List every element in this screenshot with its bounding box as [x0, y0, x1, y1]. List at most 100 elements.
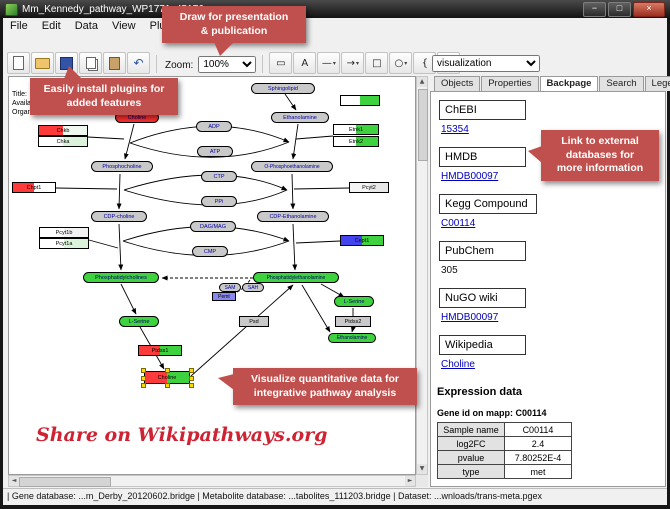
pathway-node-pcyt1b[interactable]: Pcyt1b [39, 227, 89, 238]
gene-id-line: Gene id on mapp: C00114 [437, 408, 547, 418]
datanode-tool-icon: ▭ [276, 57, 286, 69]
app-icon [5, 2, 18, 16]
pathway-node-ethanolamine[interactable]: Ethanolamine [271, 112, 329, 123]
backpage-link[interactable]: HMDB00097 [441, 312, 499, 323]
selection-handle[interactable] [189, 375, 194, 381]
tab-backpage[interactable]: Backpage [539, 76, 599, 91]
scroll-down-icon[interactable]: ▼ [417, 464, 427, 474]
pathway-node-o-phosphoethanolamine[interactable]: O-Phosphoethanolamine [251, 161, 333, 172]
pathway-node-etnk1[interactable]: Etnk1 [333, 124, 379, 135]
menu-data[interactable]: Data [74, 20, 98, 32]
pathway-node-l-serine[interactable]: L-Serine [334, 296, 374, 307]
copy-button[interactable] [79, 52, 102, 74]
selection-handle[interactable] [141, 383, 146, 388]
vertical-scroll-thumb[interactable] [418, 89, 428, 161]
pathway-node-psd[interactable]: Psd [239, 316, 269, 327]
canvas-vertical-scrollbar[interactable]: ▲ ▼ [416, 76, 428, 475]
pathway-node-cmp[interactable]: CMP [192, 246, 228, 257]
open-button[interactable] [31, 52, 54, 74]
expression-cell: C00114 [504, 422, 572, 437]
pathway-node-dag-mag[interactable]: DAG/MAG [190, 221, 236, 232]
new-button[interactable] [7, 52, 30, 74]
dropdown-caret-icon: ▾ [356, 59, 360, 67]
pathway-node-phosphatidylcholines[interactable]: Phosphatidylcholines [83, 272, 159, 283]
visualization-select[interactable]: visualization [432, 55, 540, 72]
label-tool-button[interactable]: A [293, 52, 317, 74]
callout-tail [214, 42, 234, 57]
selection-handle[interactable] [165, 368, 170, 373]
pathway-node-pcyt2[interactable]: Pcyt2 [349, 182, 389, 193]
pathway-node-ptdss2[interactable]: Ptdss2 [335, 316, 371, 327]
arrow-tool-button[interactable]: →▾ [341, 52, 365, 74]
backpage-link[interactable]: Choline [441, 359, 475, 370]
pathway-node-chka[interactable]: Chka [38, 136, 88, 147]
status-bar: | Gene database: ...m_Derby_20120602.bri… [3, 488, 667, 505]
pathway-node-etnk2[interactable]: Etnk2 [333, 136, 379, 147]
pathway-node-ctp[interactable]: CTP [201, 171, 237, 182]
callout-draw-presentation: Draw for presentation & publication [162, 6, 306, 57]
callout-tail [528, 146, 542, 163]
close-button[interactable]: × [633, 1, 665, 17]
pathway-node-adp[interactable]: ADP [196, 121, 232, 132]
tab-search[interactable]: Search [599, 76, 644, 91]
undo-button[interactable]: ↶ [127, 52, 150, 74]
selection-handle[interactable] [141, 368, 146, 373]
pathway-node-ptdss1[interactable]: Ptdss1 [138, 345, 182, 356]
tab-properties[interactable]: Properties [481, 76, 539, 91]
pathway-node-chkb[interactable]: Chkb [38, 125, 88, 136]
pathway-node-atp[interactable]: ATP [197, 146, 233, 157]
toolbar-separator [262, 55, 264, 73]
backpage-header-nugo-wiki: NuGO wiki [439, 288, 526, 308]
selection-handle[interactable] [189, 368, 194, 373]
paste-button[interactable] [103, 52, 126, 74]
datanode-tool-button[interactable]: ▭ [269, 52, 293, 74]
dropdown-caret-icon: ▾ [332, 59, 336, 67]
paste-icon [109, 56, 120, 70]
tab-legend[interactable]: Legend [644, 76, 670, 91]
pathway-node-pcyt1a[interactable]: Pcyt1a [39, 238, 89, 249]
menu-file[interactable]: File [10, 20, 28, 32]
scroll-left-icon[interactable]: ◄ [9, 476, 19, 486]
pathway-node-cdp-choline[interactable]: CDP-choline [91, 211, 147, 222]
pathway-node-ethanolamine[interactable]: Ethanolamine [328, 333, 376, 343]
pathway-node-unlabeled[interactable] [340, 95, 380, 106]
backpage-link[interactable]: HMDB00097 [441, 171, 499, 182]
pathway-node-phosphocholine[interactable]: Phosphocholine [91, 161, 153, 172]
pathway-node-cept1[interactable]: Cept1 [340, 235, 384, 246]
ellipse-tool-button[interactable]: ○▾ [389, 52, 413, 74]
zoom-select[interactable]: 100% [198, 56, 257, 73]
pathway-node-l-serine[interactable]: L-Serine [119, 316, 159, 327]
scroll-up-icon[interactable]: ▲ [417, 77, 427, 87]
selection-handle[interactable] [141, 375, 146, 381]
backpage-link[interactable]: 15354 [441, 124, 469, 135]
pathway-node-sam[interactable]: SAM [219, 283, 241, 292]
scroll-right-icon[interactable]: ► [405, 476, 415, 486]
line-tool-button[interactable]: —▾ [317, 52, 341, 74]
selection-handle[interactable] [165, 383, 170, 388]
zoom-label: Zoom: [165, 60, 194, 71]
pathway-node-sah[interactable]: SAH [242, 283, 264, 292]
tab-objects[interactable]: Objects [434, 76, 481, 91]
callout-text: Easily install plugins for added feature… [43, 83, 165, 109]
infobox-availability-label: Availability: [12, 99, 47, 108]
rectangle-tool-button[interactable]: □ [365, 52, 389, 74]
menu-view[interactable]: View [111, 20, 136, 32]
canvas-horizontal-scrollbar[interactable]: ◄ ► [8, 475, 416, 487]
minimize-button[interactable]: − [583, 1, 606, 17]
backpage-link[interactable]: C00114 [441, 218, 476, 229]
pathway-node-chpt1[interactable]: Chpt1 [12, 182, 56, 193]
pathway-node-sphingolipid[interactable]: Sphingolipid [251, 83, 315, 94]
maximize-button[interactable]: □ [608, 1, 631, 17]
callout-text: Draw for presentation & publication [179, 11, 289, 37]
pathway-node-pemt[interactable]: Pemt [212, 292, 236, 301]
selection-handle[interactable] [189, 383, 194, 388]
horizontal-scroll-thumb[interactable] [19, 477, 111, 487]
pathway-node-cdp-ethanolamine[interactable]: CDP-Ethanolamine [257, 211, 329, 222]
pathway-node-ppi[interactable]: PPi [201, 196, 237, 207]
expression-cell: 2.4 [504, 436, 572, 451]
pathway-node-phosphatidylethanolamine[interactable]: Phosphatidylethanolamine [253, 272, 339, 283]
arrow-tool-icon: → [346, 57, 356, 69]
menu-edit[interactable]: Edit [41, 20, 61, 32]
